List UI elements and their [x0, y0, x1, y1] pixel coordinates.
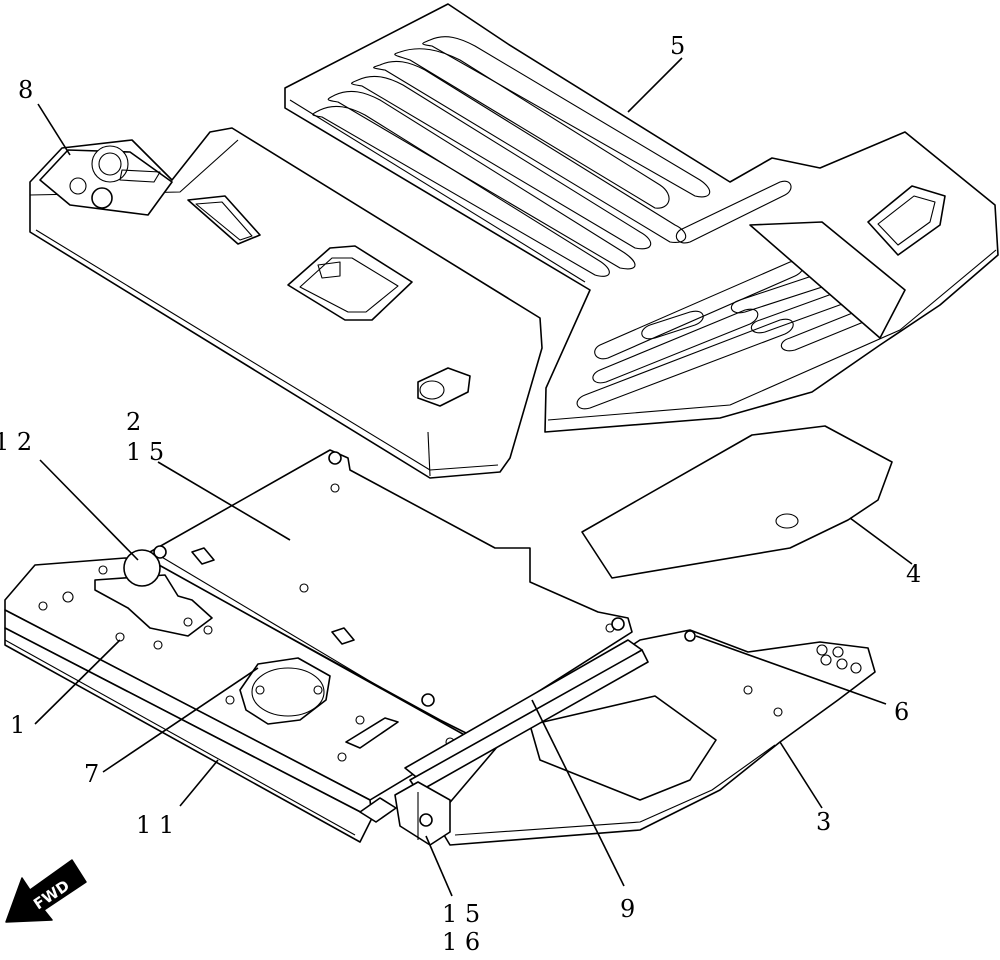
callout-7: 7 [84, 760, 99, 788]
callout-15-top: 1 5 [126, 438, 164, 466]
leader-7 [102, 667, 259, 773]
floor-mat-right [284, 3, 999, 433]
leader-8 [37, 103, 71, 156]
leader-1 [34, 639, 121, 725]
fwd-arrow-icon: FWD [5, 859, 87, 923]
callout-9: 9 [620, 895, 635, 923]
leader-2-15 [157, 461, 291, 541]
leader-12 [39, 459, 139, 561]
callout-5: 5 [670, 32, 685, 60]
callout-1: 1 [10, 711, 25, 739]
callout-2: 2 [126, 408, 141, 436]
leader-11 [179, 759, 219, 807]
leader-4 [849, 517, 913, 565]
callout-15-bottom: 1 5 [442, 900, 480, 928]
leader-6 [695, 635, 887, 705]
rail-channel [359, 639, 649, 846]
callout-11: 1 1 [136, 811, 174, 839]
callout-3: 3 [816, 808, 831, 836]
callout-labels: 8 5 2 1 5 1 2 1 7 1 1 4 6 3 9 1 5 1 6 [0, 32, 921, 956]
leader-3 [779, 741, 823, 809]
leader-15-16 [425, 835, 453, 897]
callout-4: 4 [906, 560, 921, 588]
callout-16: 1 6 [442, 928, 480, 956]
main-plate [149, 449, 633, 736]
leader-lines [34, 57, 913, 897]
callout-12: 1 2 [0, 428, 32, 456]
callout-6: 6 [894, 698, 909, 726]
floor-mat-left [29, 127, 543, 479]
leader-9 [531, 699, 625, 887]
side-plate [434, 629, 876, 846]
leader-5 [627, 57, 683, 113]
callout-8: 8 [18, 76, 33, 104]
gasket-pad [581, 425, 893, 579]
